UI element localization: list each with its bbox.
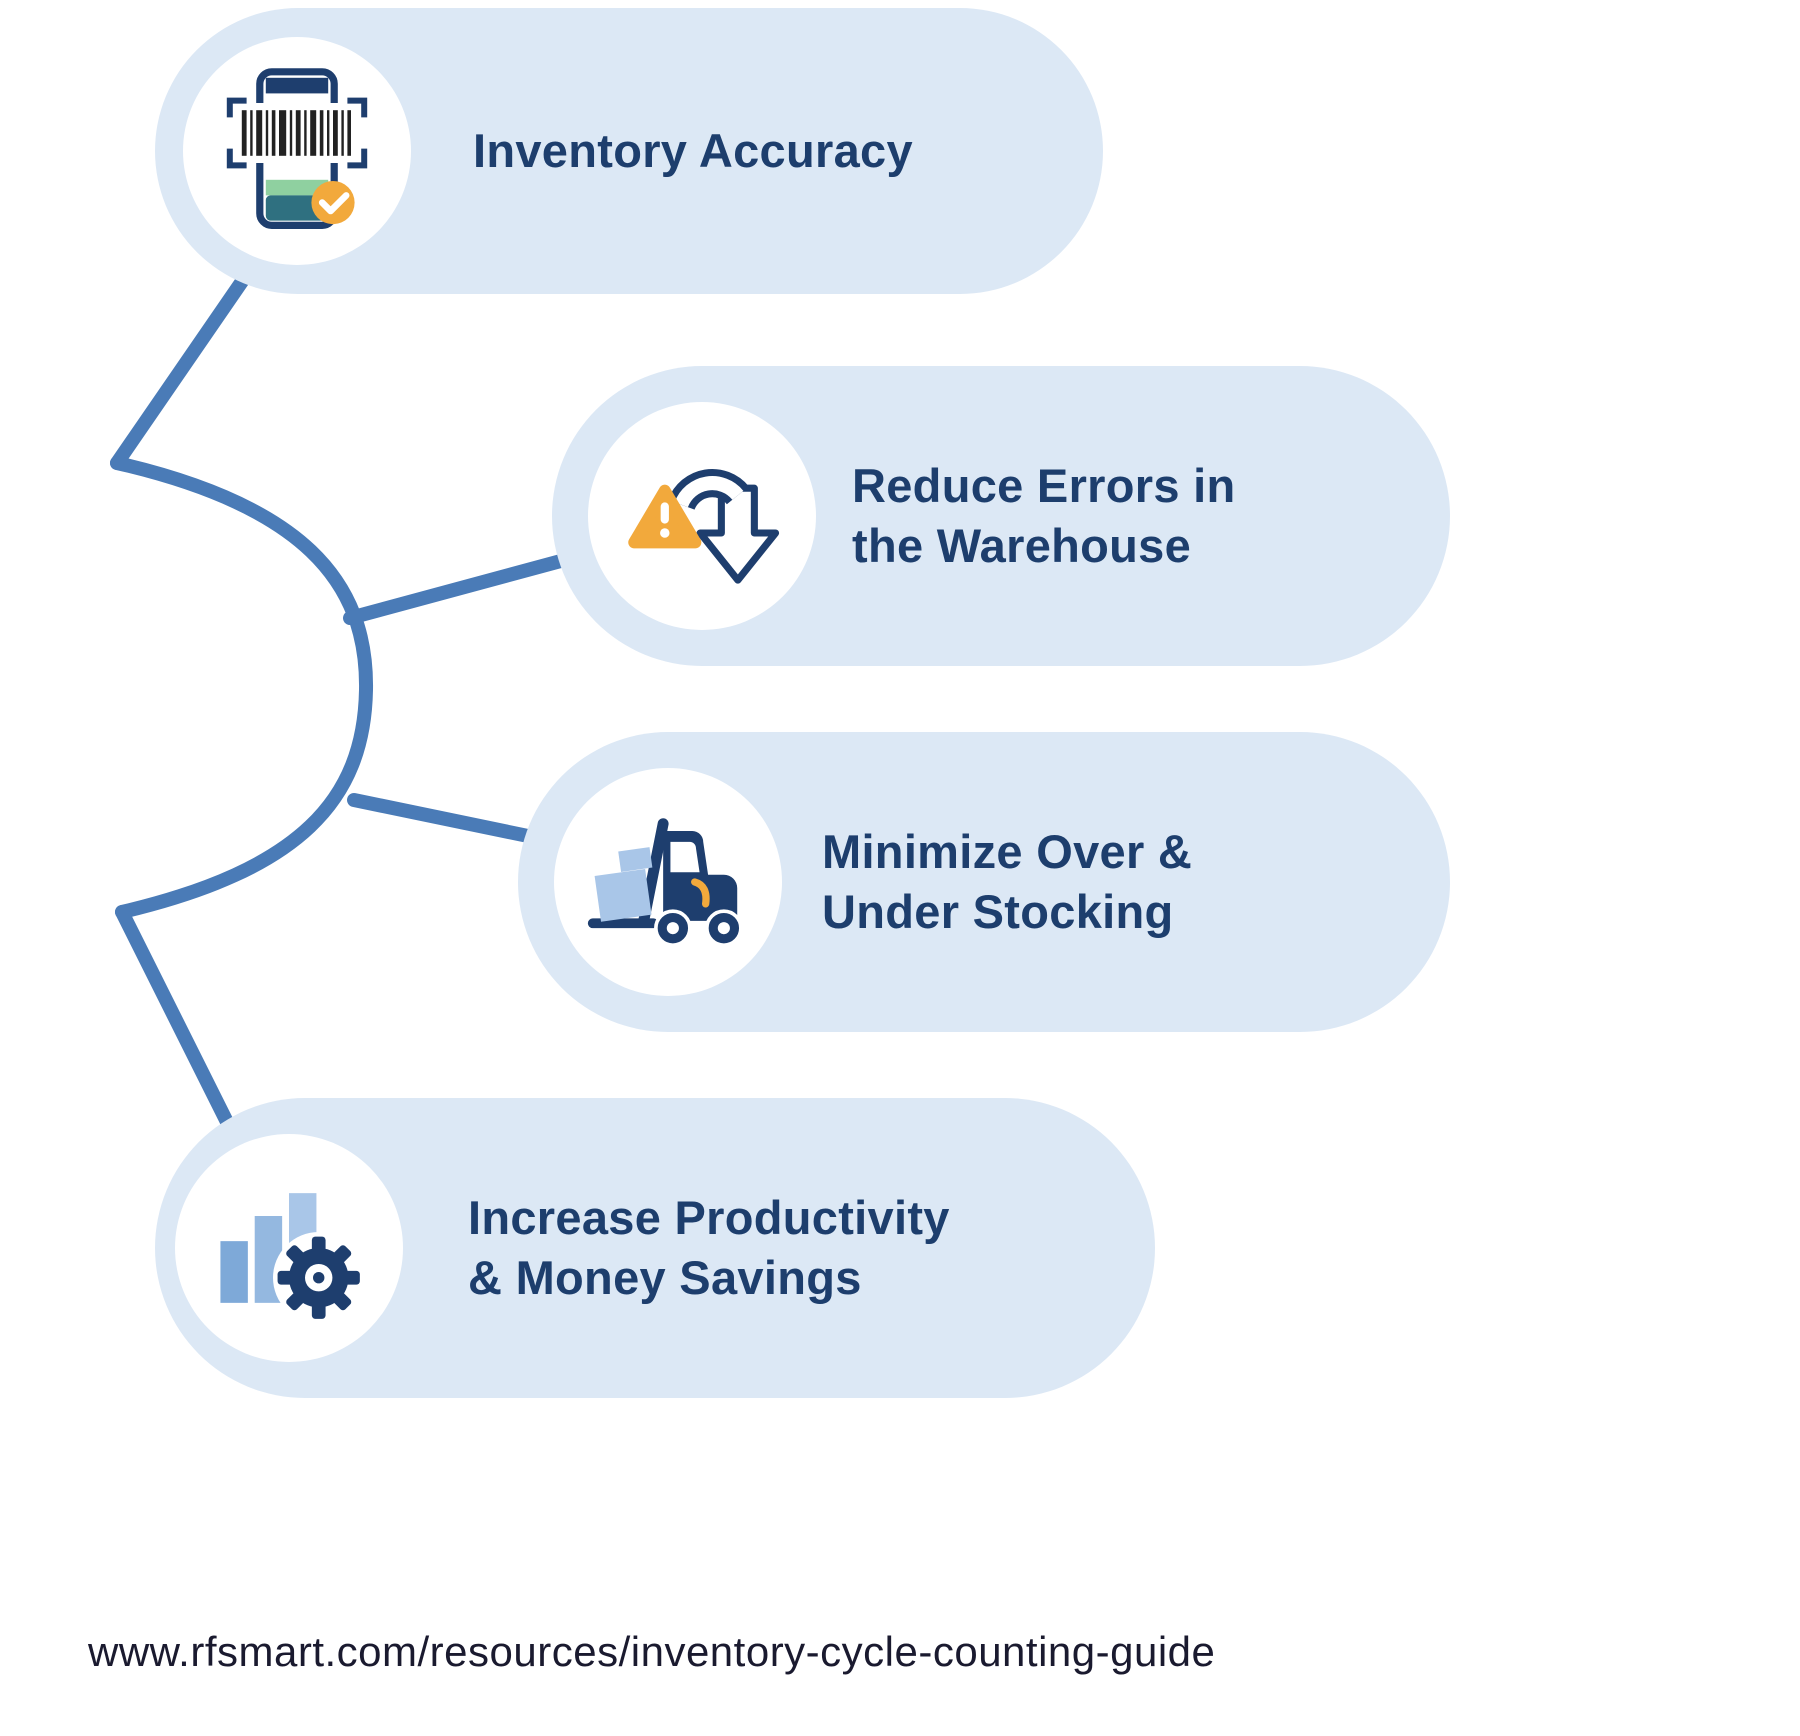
- icon-circle: [588, 402, 816, 630]
- footer-url: www.rfsmart.com/resources/inventory-cycl…: [88, 1628, 1216, 1675]
- down-arrow-warning-icon: [627, 468, 779, 584]
- icon-circle: [175, 1134, 403, 1362]
- barcode-scan-phone-icon: [226, 68, 368, 229]
- benefit-card-reduce-errors: Reduce Errors in the Warehouse: [552, 366, 1450, 666]
- benefit-label: Inventory Accuracy: [473, 123, 913, 177]
- icon-circle: [183, 37, 411, 265]
- benefit-label: Reduce Errors in the Warehouse: [852, 458, 1236, 572]
- connector-curve: [110, 456, 374, 919]
- benefit-label: Minimize Over & Under Stocking: [822, 824, 1193, 938]
- benefit-card-increase-productivity: Increase Productivity & Money Savings: [155, 1098, 1155, 1398]
- forklift-icon: [587, 818, 743, 947]
- benefit-card-minimize-stocking: Minimize Over & Under Stocking: [518, 732, 1450, 1032]
- benefit-label: Increase Productivity & Money Savings: [468, 1190, 950, 1304]
- icon-circle: [554, 768, 782, 996]
- bar-chart-gear-icon: [220, 1193, 365, 1324]
- benefit-card-inventory-accuracy: Inventory Accuracy: [155, 8, 1103, 294]
